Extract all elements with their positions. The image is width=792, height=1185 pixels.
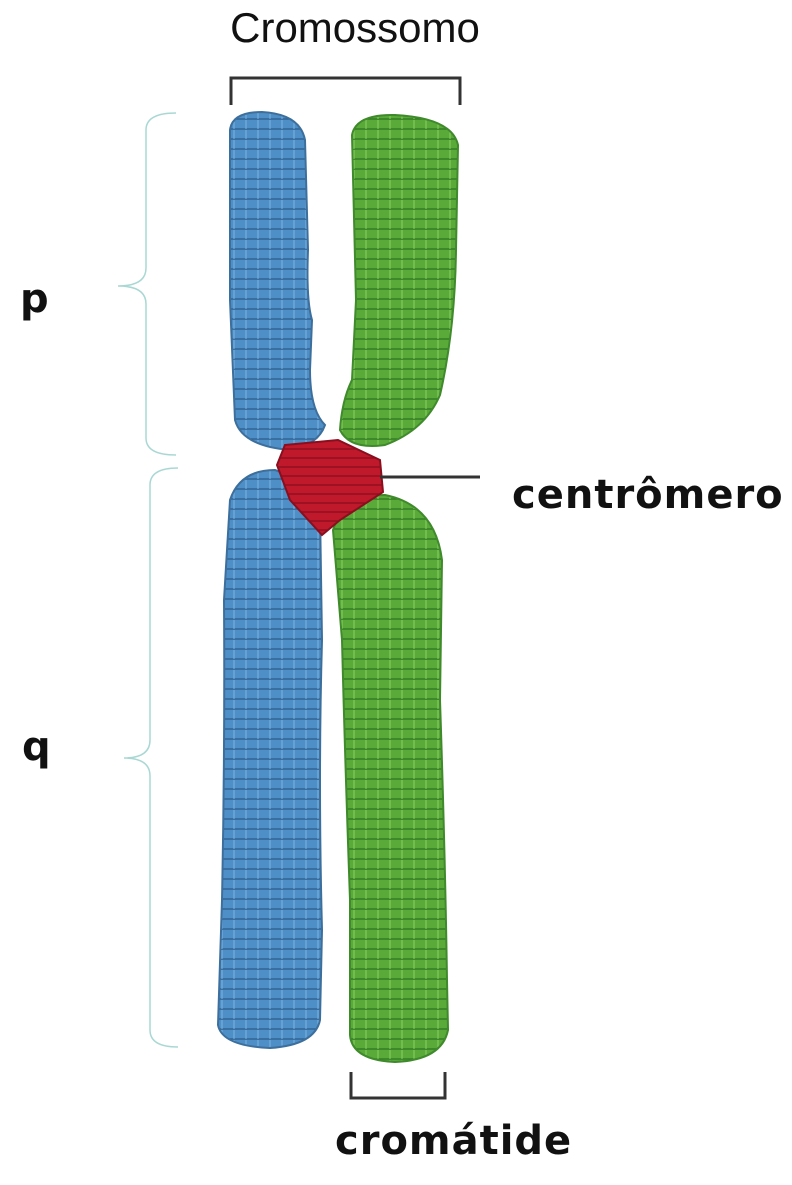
p-arm-label: p [20,276,50,322]
chromosome-title: Cromossomo [0,4,710,52]
q-arm-label: q [22,724,52,770]
q-arm-brace [124,468,178,1047]
chromatid-left-upper [230,112,325,450]
chromatid-bracket [351,1072,445,1098]
chromosome-bracket [231,78,460,105]
chromatid-right-upper [340,115,458,446]
chromatid-label: cromátide [335,1118,572,1164]
chromatid-left-lower [218,470,322,1048]
p-arm-brace [118,113,176,455]
chromatid-right-lower [333,495,448,1062]
centromere-label: centrômero [512,472,784,518]
